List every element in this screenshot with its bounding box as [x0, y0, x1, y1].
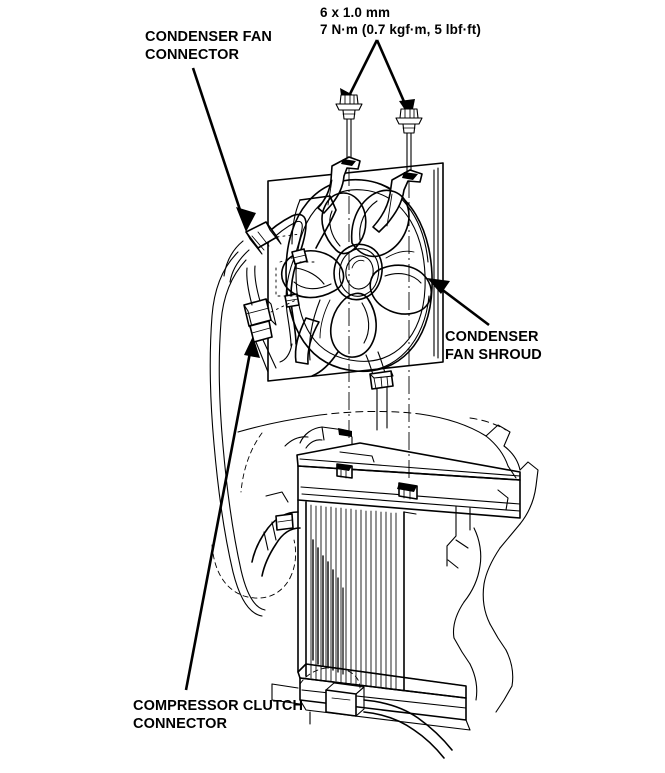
- callout-tie-lower: [270, 299, 297, 313]
- condenser-fan-shroud-label: CONDENSER FAN SHROUD: [445, 329, 542, 363]
- radiator-assembly: [237, 410, 521, 759]
- condenser-fan-shroud: [267, 156, 444, 431]
- condenser-phantom-outline: [211, 432, 297, 599]
- shroud-bracket-right: [372, 169, 423, 233]
- body-panel: [447, 417, 539, 713]
- compressor-clutch-connector: [243, 265, 277, 373]
- compressor-clutch-connector-label: COMPRESSOR CLUTCH CONNECTOR: [133, 698, 304, 732]
- shroud-detail-marker: [275, 261, 315, 297]
- radiator-core-fins: [310, 504, 397, 690]
- fan-motor-connector: [365, 351, 394, 431]
- radiator-outlet-fitting: [325, 682, 365, 717]
- radiator-core-shading: [312, 539, 344, 675]
- radiator-mount-boss-left: [336, 463, 353, 479]
- radiator-mount-boss-right: [397, 482, 418, 500]
- condenser-fan-blade: [280, 189, 432, 358]
- condenser-fan-connector-label: CONDENSER FAN CONNECTOR: [145, 29, 272, 63]
- shroud-bracket-left: [317, 156, 361, 214]
- leader-arrow-compressor-clutch-connector: [184, 336, 260, 691]
- wire-harness: [261, 213, 325, 363]
- condenser-fan-connector: [223, 221, 282, 283]
- callout-tie-mid: [279, 257, 293, 263]
- leader-arrow-condenser-fan-connector: [191, 67, 256, 232]
- ac-hose: [209, 251, 266, 617]
- torque-spec-label: 6 x 1.0 mm 7 N·m (0.7 kgf·m, 5 lbf·ft): [320, 5, 481, 37]
- callout-tie-upper: [276, 233, 301, 238]
- radiator-upper-hose: [251, 511, 301, 577]
